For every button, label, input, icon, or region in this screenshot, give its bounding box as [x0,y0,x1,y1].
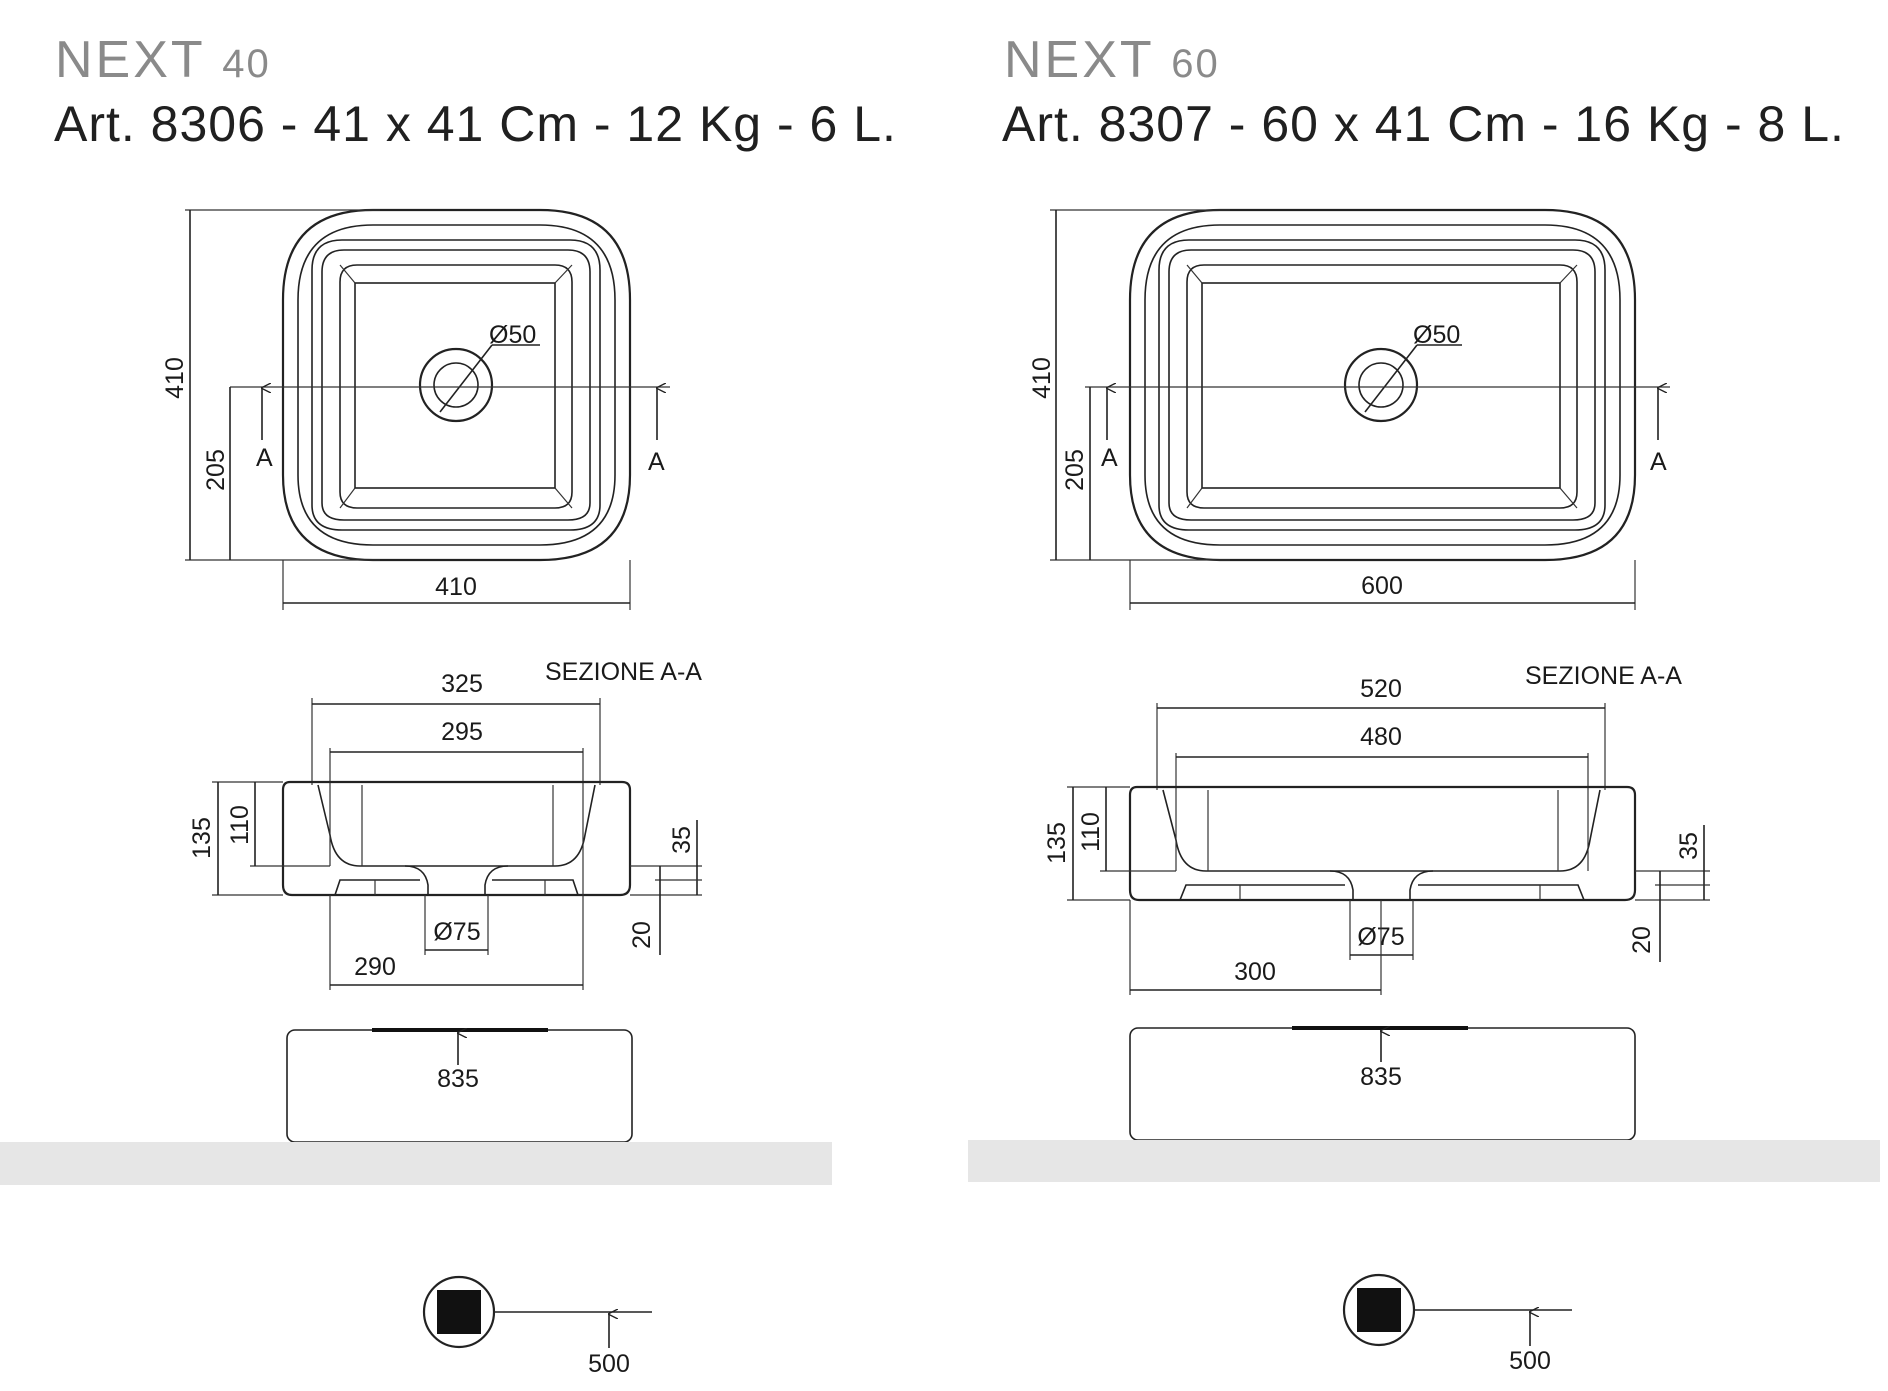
right-series-size: 60 [1171,42,1220,86]
right-rim-label: 35 [1675,832,1703,860]
right-drain-top-label: Ø50 [1413,321,1460,349]
right-section-view: SEZIONE A-A 520 480 135 110 35 20 [1043,662,1710,995]
right-mount-height-label: 835 [1360,1063,1402,1091]
left-top-inner-label: 295 [441,718,483,746]
right-series-title: NEXT 60 [1004,30,1220,90]
left-series-name: NEXT [55,31,205,89]
left-elevation-view: 835 [0,1028,832,1185]
right-elevation-view: 835 [968,1026,1880,1182]
right-section-mark-right: A [1650,448,1667,476]
right-series-name: NEXT [1004,31,1154,89]
right-half-depth-label: 205 [1061,449,1089,491]
right-article-title: Art. 8307 - 60 x 41 Cm - 16 Kg - 8 L. [1002,96,1845,152]
right-section-mark-left: A [1101,444,1118,472]
left-drain-top-label: Ø50 [489,321,536,349]
right-drain-detail: 500 [1342,1273,1572,1375]
right-top-view: Ø50 A A 410 205 600 [1028,208,1670,610]
right-base-label: 20 [1628,926,1656,954]
left-top-outer-label: 325 [441,670,483,698]
left-article-title: Art. 8306 - 41 x 41 Cm - 12 Kg - 6 L. [54,96,897,152]
left-drain-height-label: 500 [588,1350,630,1378]
right-top-outer-label: 520 [1360,675,1402,703]
right-depth-label: 410 [1028,357,1056,399]
left-drain-detail: 500 [422,1275,652,1378]
left-section-title: SEZIONE A-A [545,658,702,686]
left-drain-offset-label: 290 [354,953,396,981]
right-drain-offset-label: 300 [1234,958,1276,986]
right-floor-strip [968,1140,1880,1182]
left-series-size: 40 [222,42,271,86]
left-floor-strip [0,1142,832,1185]
left-section-mark-right: A [648,448,665,476]
left-height-inner-label: 110 [226,805,254,845]
left-half-depth-label: 205 [202,449,230,491]
left-depth-label: 410 [161,357,189,399]
right-height-total-label: 135 [1043,822,1071,864]
left-section-mark-left: A [256,444,273,472]
right-top-inner-label: 480 [1360,723,1402,751]
left-rim-label: 35 [668,826,696,854]
right-height-inner-label: 110 [1077,812,1105,852]
right-width-label: 600 [1361,572,1403,600]
right-section-title: SEZIONE A-A [1525,662,1682,690]
left-width-label: 410 [435,573,477,601]
left-section-view: SEZIONE A-A 325 295 135 110 35 20 [188,658,702,990]
right-drain-height-label: 500 [1509,1347,1551,1375]
left-height-total-label: 135 [188,817,216,859]
left-series-title: NEXT 40 [55,30,271,90]
left-top-view: Ø50 A A 410 205 410 [161,208,670,610]
left-mount-height-label: 835 [437,1065,479,1093]
left-base-label: 20 [628,921,656,949]
left-drain-section-label: Ø75 [433,918,480,946]
